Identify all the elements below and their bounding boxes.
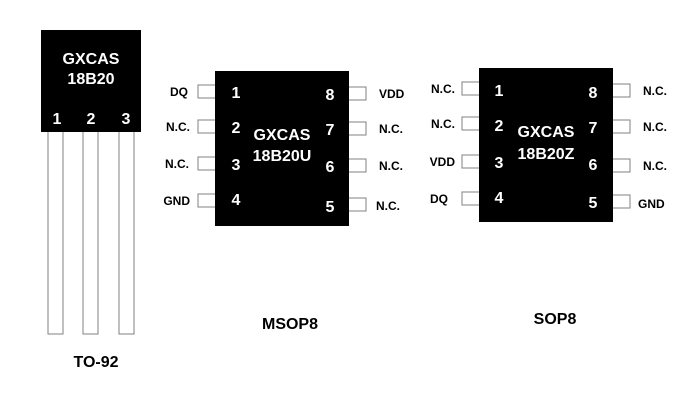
sop8-package: GXCAS 18B20Z 1 2 3 4 8 7 6 5 N.C. N.C. V…: [430, 68, 667, 328]
msop8-pin-label-2: N.C.: [166, 120, 190, 134]
sop8-chip-line1: GXCAS: [518, 124, 575, 141]
msop8-pin-number-4: 4: [232, 192, 241, 209]
to92-package-label: TO-92: [73, 354, 118, 371]
msop8-package-label: MSOP8: [262, 316, 318, 333]
sop8-pin-number-2: 2: [495, 118, 504, 135]
msop8-pin-label-5: N.C.: [376, 199, 400, 213]
sop8-pin-number-8: 8: [589, 85, 598, 102]
msop8-pin-label-4: GND: [163, 194, 190, 208]
to92-pin-number-3: 3: [122, 111, 131, 128]
msop8-pin-2: [197, 119, 217, 134]
sop8-pin-label-3: VDD: [430, 155, 456, 169]
msop8-pin-number-6: 6: [326, 159, 335, 176]
sop8-pin-7: [611, 119, 631, 134]
msop8-pin-label-1: DQ: [170, 85, 188, 99]
msop8-pin-6: [347, 158, 367, 173]
msop8-pin-number-7: 7: [326, 122, 335, 139]
sop8-pin-3: [461, 154, 481, 169]
to92-pin-number-1: 1: [53, 111, 62, 128]
msop8-package: GXCAS 18B20U 1 2 3 4 8 7 6 5 DQ N.C. N.C…: [163, 71, 405, 333]
sop8-pin-number-3: 3: [495, 155, 504, 172]
sop8-pin-label-8: N.C.: [643, 84, 667, 98]
msop8-pin-label-7: N.C.: [379, 122, 403, 136]
to92-chip-line1: GXCAS: [63, 51, 120, 68]
msop8-pin-5: [347, 197, 367, 212]
msop8-chip-line2: 18B20U: [253, 148, 312, 165]
sop8-pin-label-5: GND: [638, 197, 665, 211]
sop8-pin-1: [461, 81, 481, 96]
msop8-pin-label-8: VDD: [379, 87, 405, 101]
msop8-pin-4: [197, 193, 217, 208]
sop8-pin-4: [461, 191, 481, 206]
msop8-pin-3: [197, 156, 217, 171]
sop8-pin-label-4: DQ: [430, 192, 448, 206]
sop8-pin-label-1: N.C.: [431, 82, 455, 96]
to92-pin-number-2: 2: [87, 111, 96, 128]
sop8-pin-number-5: 5: [589, 195, 598, 212]
sop8-pin-6: [611, 158, 631, 173]
msop8-pin-label-6: N.C.: [379, 159, 403, 173]
sop8-package-label: SOP8: [534, 311, 577, 328]
msop8-pin-label-3: N.C.: [165, 157, 189, 171]
msop8-pin-number-3: 3: [232, 157, 241, 174]
to92-chip-line2: 18B20: [67, 71, 114, 88]
msop8-pin-number-1: 1: [232, 85, 241, 102]
sop8-pin-label-2: N.C.: [431, 117, 455, 131]
sop8-pin-number-7: 7: [589, 120, 598, 137]
msop8-pin-number-8: 8: [326, 87, 335, 104]
to92-package: GXCAS 18B20 1 2 3 TO-92: [41, 30, 141, 371]
msop8-chip-line1: GXCAS: [254, 127, 311, 144]
to92-lead-2: [82, 129, 99, 335]
msop8-pin-number-2: 2: [232, 120, 241, 137]
msop8-pin-7: [347, 121, 367, 136]
sop8-pin-label-6: N.C.: [643, 159, 667, 173]
sop8-pin-number-6: 6: [589, 157, 598, 174]
msop8-pin-8: [347, 86, 367, 101]
sop8-pin-label-7: N.C.: [643, 120, 667, 134]
sop8-pin-number-4: 4: [495, 190, 504, 207]
sop8-pin-2: [461, 116, 481, 131]
to92-lead-1: [47, 129, 64, 335]
sop8-pin-8: [611, 83, 631, 98]
to92-lead-3: [118, 129, 135, 335]
msop8-pin-number-5: 5: [326, 199, 335, 216]
msop8-body: [215, 71, 349, 226]
sop8-chip-line2: 18B20Z: [518, 146, 575, 163]
to92-body: [41, 30, 141, 132]
msop8-pin-1: [197, 84, 217, 99]
sop8-pin-number-1: 1: [495, 83, 504, 100]
sop8-pin-5: [611, 194, 631, 209]
sop8-body: [479, 68, 613, 222]
